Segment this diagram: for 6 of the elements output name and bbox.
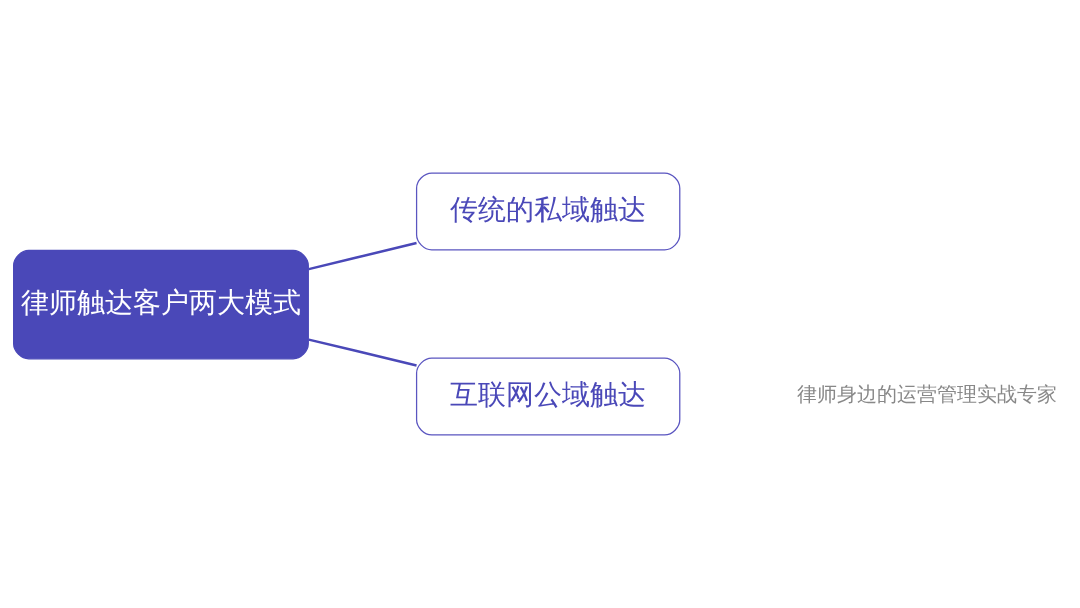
connector xyxy=(308,338,417,367)
node-box: 传统的私域触达 xyxy=(415,172,681,251)
label: 律师身边的运营管理实战专家 xyxy=(797,382,1058,407)
node-box: 互联网公域触达 xyxy=(415,357,681,436)
node-box: 律师触达客户两大模式 xyxy=(13,249,309,360)
connector xyxy=(308,241,417,271)
